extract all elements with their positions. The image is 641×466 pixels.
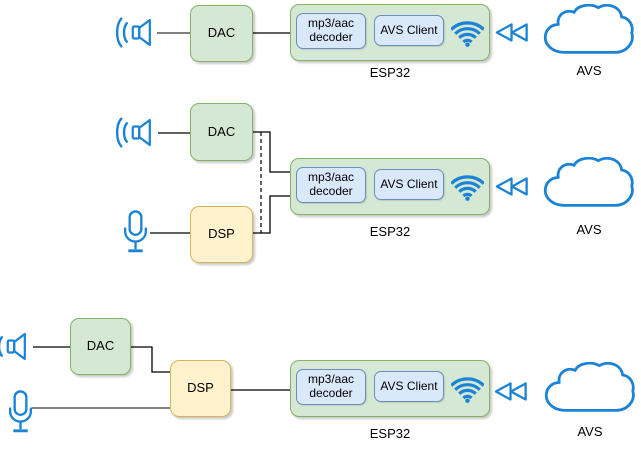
dac-label: DAC (207, 123, 236, 139)
dac-box: DAC (190, 5, 253, 62)
wire-dac-esp32-2 (253, 131, 290, 173)
mp3-aac-decoder-box: mp3/aac decoder (296, 13, 366, 49)
rewind-arrows-icon (495, 22, 529, 43)
dac-box: DAC (70, 318, 131, 375)
rewind-arrows-icon (495, 176, 529, 197)
dsp-label: DSP (187, 380, 214, 396)
avs-client-box: AVS Client (374, 169, 444, 200)
dac-label: DAC (86, 338, 115, 354)
wire-dsp-esp32-2 (253, 195, 290, 234)
esp32-box: mp3/aac decoder AVS Client (290, 4, 490, 61)
cloud-icon (541, 362, 639, 416)
speaker-icon (0, 329, 33, 364)
speaker-icon (114, 115, 158, 150)
mp3-aac-decoder-box: mp3/aac decoder (296, 167, 366, 203)
mp3-aac-decoder-box: mp3/aac decoder (296, 369, 366, 405)
esp32-box: mp3/aac decoder AVS Client (290, 360, 490, 417)
avs-caption: AVS (576, 63, 602, 78)
avs-client-box: AVS Client (374, 15, 444, 46)
avs-client-label: AVS Client (380, 176, 438, 191)
dac-box: DAC (190, 103, 253, 161)
rewind-arrows-icon (494, 381, 528, 402)
wifi-icon (451, 17, 484, 47)
esp32-caption: ESP32 (369, 224, 411, 239)
dsp-label: DSP (208, 226, 235, 242)
wifi-icon (451, 373, 484, 403)
cloud-icon (540, 157, 638, 211)
microphone-icon (7, 388, 34, 438)
wire-dac-dsp-3 (131, 346, 170, 373)
avs-client-label: AVS Client (380, 378, 438, 393)
avs-client-box: AVS Client (374, 371, 444, 402)
wifi-icon (451, 171, 484, 201)
avs-caption: AVS (577, 424, 603, 439)
dsp-box: DSP (190, 206, 253, 263)
dsp-box: DSP (170, 360, 231, 417)
cloud-icon (540, 4, 638, 58)
avs-client-label: AVS Client (380, 22, 438, 37)
dac-label: DAC (207, 25, 236, 41)
decoder-label: mp3/aac decoder (307, 372, 355, 400)
esp32-caption: ESP32 (369, 426, 411, 441)
esp32-caption: ESP32 (369, 65, 411, 80)
avs-caption: AVS (576, 222, 602, 237)
decoder-label: mp3/aac decoder (307, 170, 355, 198)
esp32-box: mp3/aac decoder AVS Client (290, 158, 490, 215)
decoder-label: mp3/aac decoder (307, 16, 355, 44)
speaker-icon (114, 15, 158, 50)
microphone-icon (122, 208, 149, 258)
